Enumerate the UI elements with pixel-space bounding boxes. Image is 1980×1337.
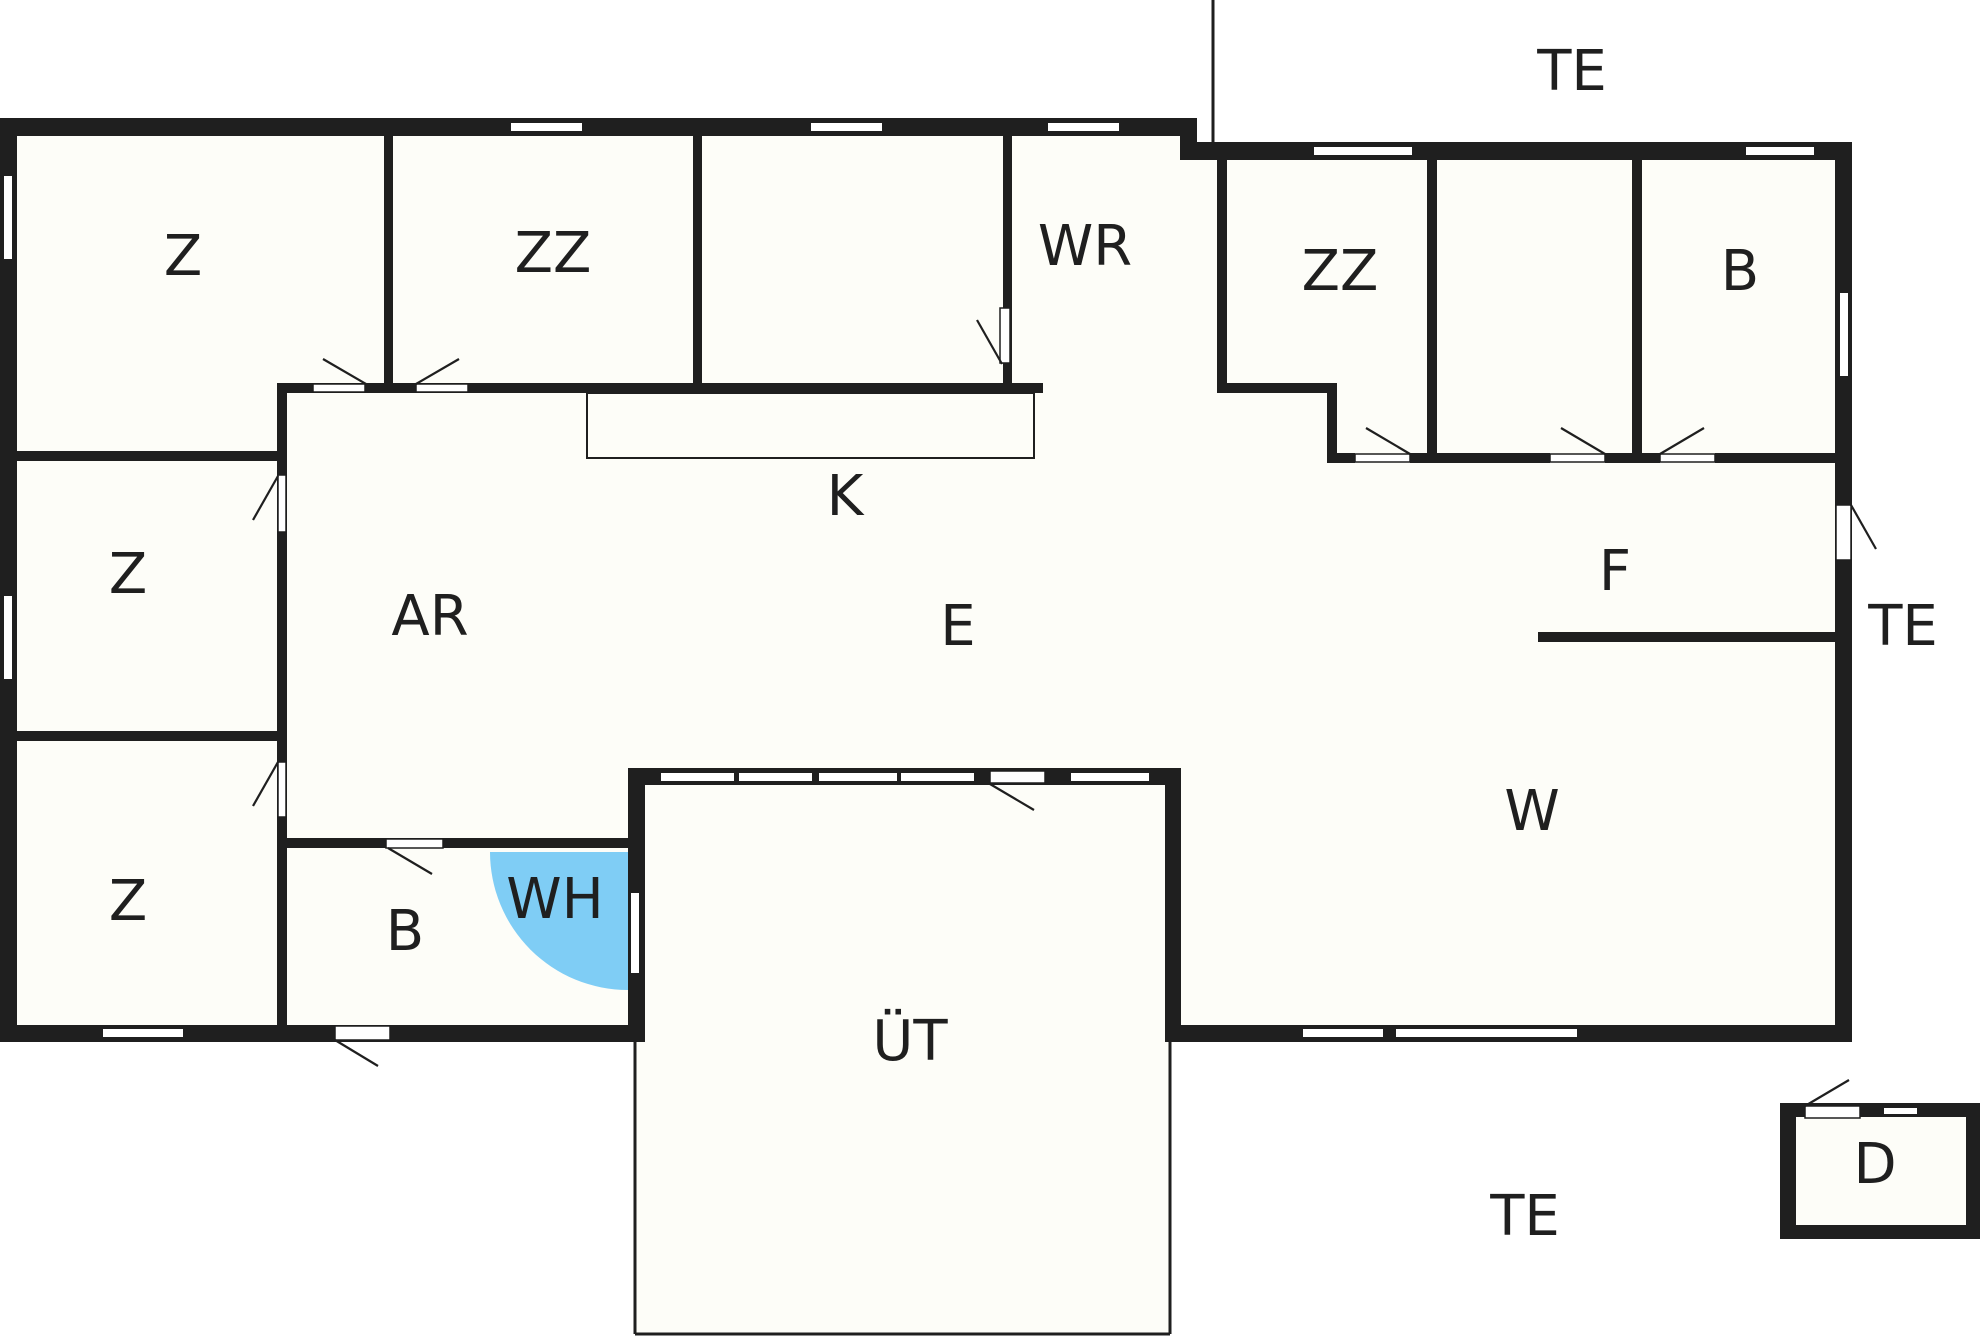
label-d: D — [1853, 1132, 1896, 1197]
floor-areas — [8, 125, 1970, 1335]
label-te-bottom: TE — [1489, 1184, 1560, 1249]
label-e: E — [940, 594, 975, 659]
label-k: K — [827, 464, 865, 529]
label-z-mid: Z — [109, 542, 147, 607]
label-z-top: Z — [164, 224, 202, 289]
label-wr: WR — [1038, 214, 1132, 279]
label-ut: ÜT — [872, 1009, 948, 1074]
label-wh: WH — [506, 867, 603, 932]
room-labels: TE TE TE Z ZZ WR ZZ B K Z AR E F W Z B W… — [109, 39, 1938, 1249]
door-leaves — [252, 319, 1877, 1107]
interior-walls — [10, 130, 1840, 1028]
door-openings — [277, 307, 1861, 1119]
label-b-left: B — [386, 899, 424, 964]
label-f: F — [1599, 539, 1631, 604]
label-te-top: TE — [1536, 39, 1607, 104]
label-b-right: B — [1721, 239, 1759, 304]
label-zz-left: ZZ — [515, 221, 592, 286]
label-zz-right: ZZ — [1302, 239, 1379, 304]
hot-tub — [490, 852, 628, 990]
label-ar: AR — [391, 584, 468, 649]
label-w: W — [1504, 779, 1559, 844]
thin-lines — [586, 0, 1215, 1336]
windows — [2, 121, 1919, 1116]
label-te-right: TE — [1867, 594, 1938, 659]
label-z-bottom: Z — [109, 869, 147, 934]
